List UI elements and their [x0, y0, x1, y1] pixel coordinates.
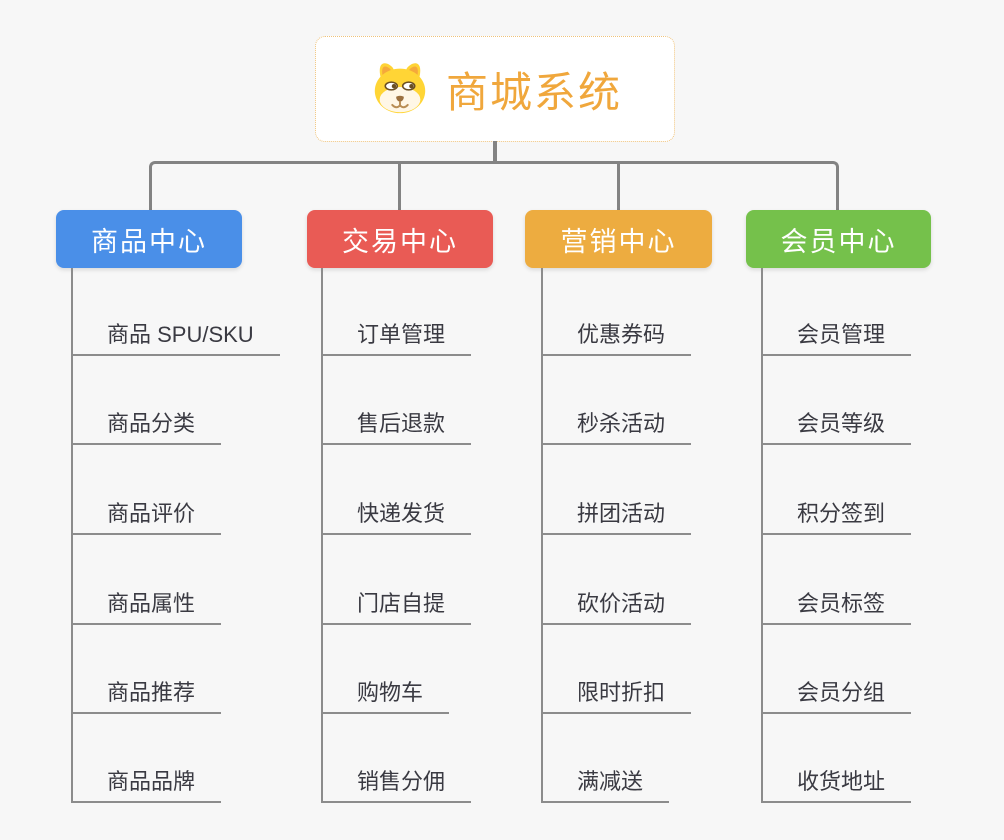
- leaf-item[interactable]: 拼团活动: [543, 497, 692, 535]
- connector-left-elbow: [149, 161, 495, 210]
- leaf-item[interactable]: 销售分佣: [323, 765, 472, 803]
- dog-mascot-icon: [368, 59, 432, 120]
- connector-drop-marketing: [617, 163, 620, 210]
- branch-member-children-spine: 会员管理 会员等级 积分签到 会员标签 会员分组 收货地址: [761, 268, 912, 803]
- leaf-item[interactable]: 秒杀活动: [543, 407, 692, 445]
- connector-root-stem: [493, 141, 497, 163]
- leaf-item[interactable]: 收货地址: [763, 765, 912, 803]
- leaf-item[interactable]: 限时折扣: [543, 676, 692, 714]
- branch-trade-center[interactable]: 交易中心: [307, 210, 493, 268]
- leaf-item[interactable]: 门店自提: [323, 587, 472, 625]
- leaf-item[interactable]: 满减送: [543, 765, 670, 803]
- branch-trade-children-spine: 订单管理 售后退款 快递发货 门店自提 购物车 销售分佣: [321, 268, 472, 803]
- leaf-item[interactable]: 订单管理: [323, 318, 472, 356]
- leaf-item[interactable]: 积分签到: [763, 497, 912, 535]
- connector-right-elbow: [495, 161, 839, 210]
- leaf-item[interactable]: 砍价活动: [543, 587, 692, 625]
- leaf-item[interactable]: 会员管理: [763, 318, 912, 356]
- branch-product-center[interactable]: 商品中心: [56, 210, 242, 268]
- leaf-item[interactable]: 商品属性: [73, 587, 222, 625]
- branch-member-center[interactable]: 会员中心: [746, 210, 931, 268]
- leaf-item[interactable]: 会员标签: [763, 587, 912, 625]
- leaf-item[interactable]: 售后退款: [323, 407, 472, 445]
- connector-drop-trade: [398, 163, 401, 210]
- leaf-item[interactable]: 会员分组: [763, 676, 912, 714]
- leaf-item[interactable]: 商品评价: [73, 497, 222, 535]
- branch-marketing-center[interactable]: 营销中心: [525, 210, 712, 268]
- leaf-item[interactable]: 购物车: [323, 676, 450, 714]
- root-title: 商城系统: [445, 68, 622, 116]
- leaf-item[interactable]: 商品推荐: [73, 676, 222, 714]
- leaf-item[interactable]: 商品品牌: [73, 765, 222, 803]
- leaf-item[interactable]: 商品 SPU/SKU: [73, 318, 280, 356]
- leaf-item[interactable]: 商品分类: [73, 407, 222, 445]
- branch-product-children-spine: 商品 SPU/SKU 商品分类 商品评价 商品属性 商品推荐 商品品牌: [71, 268, 280, 803]
- root-node[interactable]: 商城系统: [315, 36, 675, 142]
- leaf-item[interactable]: 快递发货: [323, 497, 472, 535]
- leaf-item[interactable]: 会员等级: [763, 407, 912, 445]
- leaf-item[interactable]: 优惠券码: [543, 318, 692, 356]
- branch-marketing-children-spine: 优惠券码 秒杀活动 拼团活动 砍价活动 限时折扣 满减送: [541, 268, 692, 803]
